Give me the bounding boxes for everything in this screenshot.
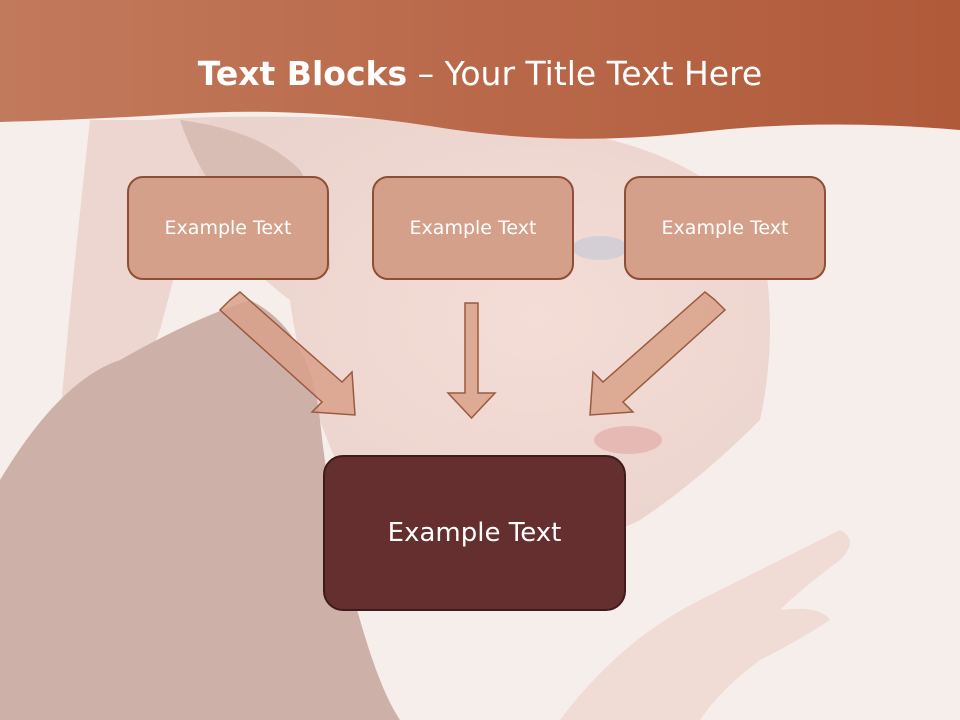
text-block-3[interactable]: Example Text	[624, 176, 826, 280]
text-block-main[interactable]: Example Text	[323, 455, 626, 611]
slide-title-rest: Your Title Text Here	[444, 54, 763, 93]
arrow-down-left	[589, 291, 727, 416]
arrow-down-right	[218, 291, 356, 416]
slide-title-separator: –	[407, 54, 445, 93]
arrow-down	[446, 302, 497, 420]
slide-title: Text Blocks – Your Title Text Here	[0, 50, 960, 98]
text-block-2[interactable]: Example Text	[372, 176, 574, 280]
slide-title-bold: Text Blocks	[197, 54, 408, 93]
text-block-1[interactable]: Example Text	[127, 176, 329, 280]
